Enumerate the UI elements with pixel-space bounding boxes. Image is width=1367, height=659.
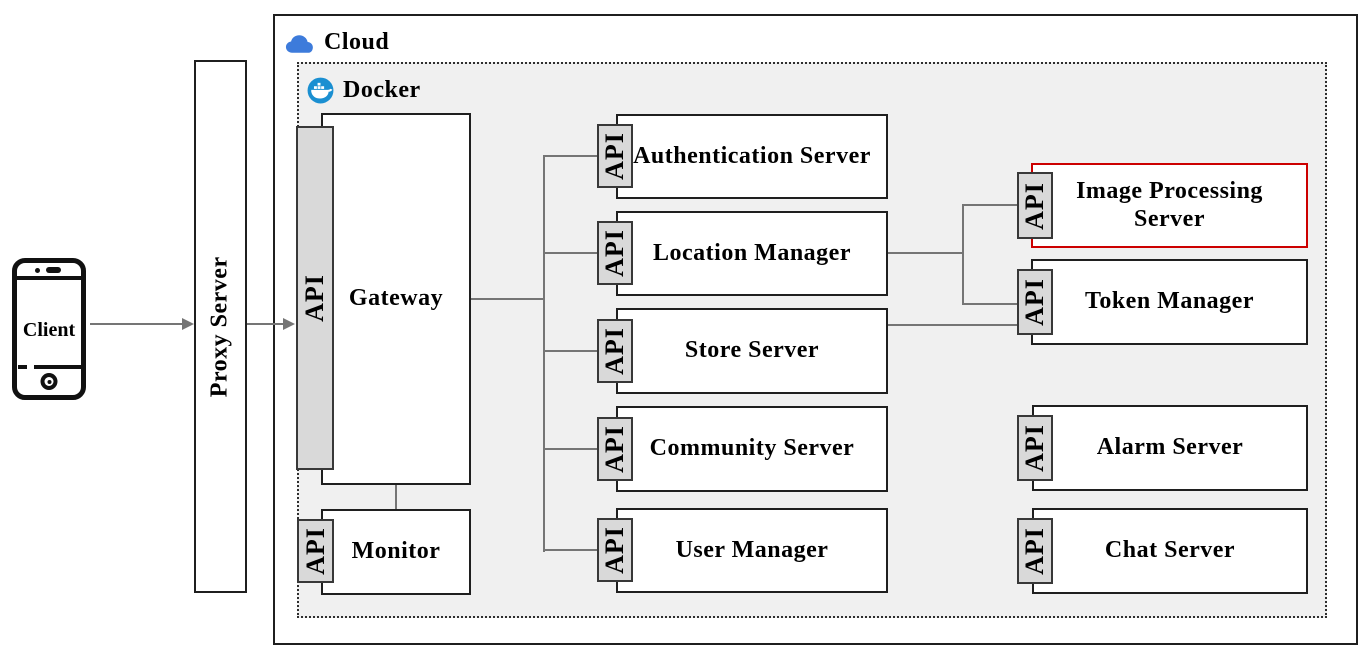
user-manager-box: User Manager: [616, 508, 888, 593]
smartphone-icon: Client: [12, 258, 86, 400]
connector-trunk: [543, 155, 545, 552]
alarm-server-box: Alarm Server: [1032, 405, 1308, 491]
monitor-box: Monitor: [321, 509, 471, 595]
authentication-server-box: Authentication Server: [616, 114, 888, 199]
phone-bottom-line-left: [18, 365, 27, 369]
monitor-api-label: API: [300, 527, 330, 575]
authentication-api-label: API: [600, 132, 629, 180]
chat-server-box: Chat Server: [1032, 508, 1308, 594]
community-server-box: Community Server: [616, 406, 888, 492]
phone-speaker: [46, 267, 61, 273]
arrowhead-proxy-to-gateway: [283, 318, 295, 330]
image-processing-server-box: Image Processing Server: [1031, 163, 1308, 248]
authentication-api-block: API: [597, 124, 633, 188]
connector-to-token-upper: [964, 303, 1017, 305]
cloud-icon: [285, 34, 313, 53]
monitor-label: Monitor: [351, 538, 441, 565]
image-api-label: API: [1020, 181, 1049, 230]
user-api-block: API: [597, 518, 633, 582]
arrow-proxy-to-gateway: [247, 323, 283, 325]
token-api-block: API: [1017, 269, 1053, 335]
user-api-label: API: [600, 526, 629, 574]
store-server-label: Store Server: [684, 337, 820, 364]
alarm-server-label: Alarm Server: [1096, 434, 1244, 461]
connector-branch-user: [545, 549, 597, 551]
token-api-label: API: [1020, 278, 1049, 326]
user-manager-label: User Manager: [675, 536, 829, 563]
arrowhead-client-to-proxy: [182, 318, 194, 330]
phone-camera-dot: [35, 268, 40, 273]
docker-label: Docker: [343, 77, 421, 103]
proxy-server-label: Proxy Server: [206, 256, 233, 397]
connector-to-image: [964, 204, 1017, 206]
cloud-label: Cloud: [324, 29, 390, 55]
image-processing-server-label: Image Processing Server: [1076, 177, 1263, 232]
phone-top-line: [17, 276, 81, 280]
connector-gateway-monitor: [395, 485, 397, 511]
connector-branch-store: [545, 350, 597, 352]
phone-bottom-line-right: [34, 365, 81, 369]
proxy-server-box: Proxy Server: [194, 60, 247, 593]
gateway-api-block: API: [296, 126, 334, 470]
location-api-block: API: [597, 221, 633, 285]
community-api-label: API: [600, 425, 629, 473]
connector-branch-location: [545, 252, 597, 254]
gateway-label: Gateway: [348, 285, 444, 312]
phone-home-button: [40, 373, 58, 390]
store-api-block: API: [597, 319, 633, 383]
arrow-client-to-proxy: [90, 323, 182, 325]
store-server-box: Store Server: [616, 308, 888, 394]
community-api-block: API: [597, 417, 633, 481]
cloud-header: Cloud: [284, 29, 389, 56]
connector-branch-auth: [545, 155, 597, 157]
location-api-label: API: [600, 229, 629, 277]
alarm-api-label: API: [1020, 424, 1049, 472]
chat-api-label: API: [1020, 527, 1049, 575]
community-server-label: Community Server: [649, 435, 855, 462]
connector-gateway-out: [471, 298, 545, 300]
monitor-api-block: API: [297, 519, 334, 583]
connector-branch-community: [545, 448, 597, 450]
connector-store-to-token: [888, 324, 1017, 326]
docker-whale-icon: [307, 77, 334, 104]
gateway-api-label: API: [300, 274, 329, 322]
chat-server-label: Chat Server: [1104, 537, 1236, 564]
chat-api-block: API: [1017, 518, 1053, 584]
location-manager-box: Location Manager: [616, 211, 888, 296]
store-api-label: API: [600, 327, 629, 375]
authentication-server-label: Authentication Server: [633, 142, 871, 169]
image-api-block: API: [1017, 172, 1053, 239]
token-manager-label: Token Manager: [1085, 288, 1254, 315]
connector-right-vertical: [962, 204, 964, 305]
token-manager-box: Token Manager: [1031, 259, 1308, 345]
client-label: Client: [22, 319, 76, 341]
gateway-box: Gateway: [321, 113, 471, 485]
location-manager-label: Location Manager: [653, 239, 851, 266]
alarm-api-block: API: [1017, 415, 1053, 481]
docker-header: Docker: [307, 77, 421, 104]
connector-location-out: [888, 252, 962, 254]
